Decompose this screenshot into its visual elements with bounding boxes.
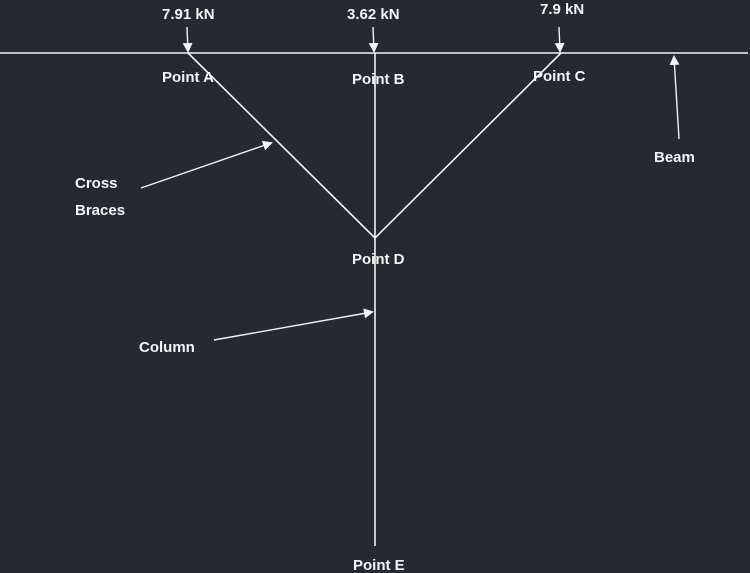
load-label-a: 7.91 kN <box>162 6 215 23</box>
load-label-b: 3.62 kN <box>347 6 400 23</box>
cross-braces-pointer-arrow <box>140 140 273 189</box>
point-d-label: Point D <box>352 251 405 268</box>
load-arrow-c <box>554 26 565 53</box>
beam-label: Beam <box>654 149 695 166</box>
cross-braces-label-line1: Cross <box>75 175 118 192</box>
cross-braces-label-line2: Braces <box>75 202 126 219</box>
point-c-label: Point C <box>533 68 586 85</box>
cross-brace-left <box>187 52 376 239</box>
point-e-label: Point E <box>353 557 405 573</box>
load-arrow-a <box>182 26 193 53</box>
load-label-c: 7.9 kN <box>540 1 585 18</box>
column-label: Column <box>139 339 195 356</box>
beam-pointer-arrow <box>669 55 680 140</box>
point-b-label: Point B <box>352 71 405 88</box>
load-arrow-b <box>368 26 379 53</box>
point-a-label: Point A <box>162 69 214 86</box>
column-pointer-arrow <box>213 308 374 341</box>
cross-brace-right <box>374 52 562 239</box>
